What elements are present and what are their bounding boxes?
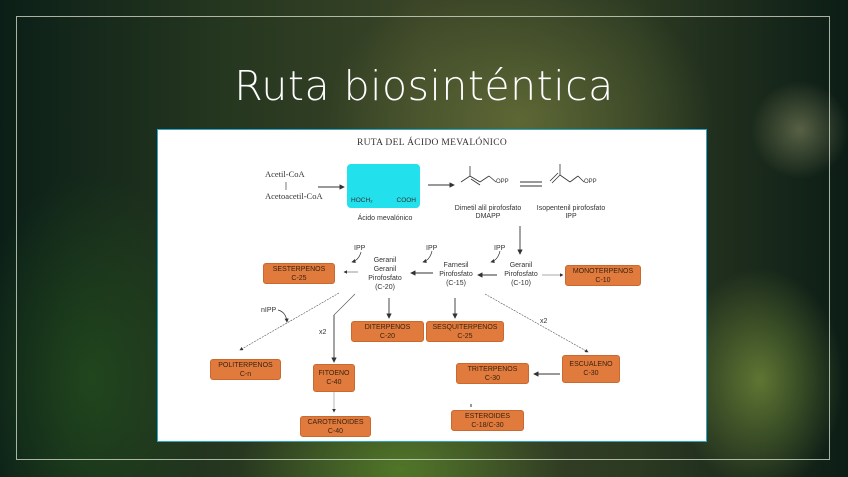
product-box-politerpenos: POLITERPENOS C-n bbox=[210, 359, 281, 380]
acetoacetyl-coa-label: Acetoacetil-CoA bbox=[265, 191, 323, 201]
fpp-node: Farnesil Pirofosfato (C-15) bbox=[439, 262, 473, 287]
ipp-opp: OPP bbox=[584, 179, 597, 185]
mevalonic-highlight: HOCH₂ COOH bbox=[347, 164, 420, 208]
dmapp-name: Dimetil alil pirofosfato bbox=[454, 205, 522, 212]
slide-title: Ruta biosinténtica bbox=[234, 62, 614, 110]
ipp-curve-3 bbox=[351, 251, 362, 264]
product-box-fitoeno: FITOENO C-40 bbox=[313, 364, 355, 392]
product-box-sesquiterpenos: SESQUITERPENOS C-25 bbox=[426, 321, 504, 342]
product-box-sesterpenos: SESTERPENOS C-25 bbox=[263, 263, 335, 284]
dmapp-opp: OPP bbox=[496, 179, 509, 185]
product-box-carotenoides: CAROTENOIDES C-40 bbox=[300, 416, 371, 437]
pathway-diagram: RUTA DEL ÁCIDO MEVALÓNICO Acetil-CoA Ace… bbox=[157, 129, 707, 442]
x2-label-left: x2 bbox=[319, 329, 327, 336]
ipp-label-2: IPP bbox=[426, 245, 438, 252]
ipp-structure bbox=[549, 164, 585, 184]
acetyl-coa-label: Acetil-CoA bbox=[265, 169, 305, 179]
product-box-esteroides: ESTEROIDES C-18/C-30 bbox=[451, 410, 524, 431]
ggpp-node: Geranil Geranil Pirofosfato (C-20) bbox=[368, 257, 402, 291]
dmapp-abbr: DMAPP bbox=[475, 213, 501, 220]
dmapp-structure bbox=[460, 166, 497, 186]
product-box-escualeno: ESCUALENO C-30 bbox=[562, 355, 620, 383]
ipp-label-3: IPP bbox=[354, 245, 366, 252]
diagram-title: RUTA DEL ÁCIDO MEVALÓNICO bbox=[356, 138, 508, 148]
product-box-triterpenos: TRITERPENOS C-30 bbox=[456, 363, 529, 384]
gpp-node: Geranil Pirofosfato (C-10) bbox=[504, 262, 538, 287]
ipp-label-1: IPP bbox=[494, 245, 506, 252]
slide-frame bbox=[16, 16, 830, 460]
x2-label-right: x2 bbox=[540, 318, 548, 325]
arrow-to-politerpenos bbox=[239, 292, 340, 351]
product-box-monoterpenos: MONOTERPENOS C-10 bbox=[565, 265, 641, 286]
hoch2-label: HOCH₂ bbox=[351, 197, 373, 204]
nipp-label: nIPP bbox=[261, 307, 277, 314]
ipp-name: Isopentenil pirofosfato bbox=[536, 205, 606, 212]
link-ggpp-fitoeno bbox=[333, 293, 356, 316]
pathway-connectors bbox=[239, 164, 589, 413]
product-box-diterpenos: DITERPENOS C-20 bbox=[351, 321, 424, 342]
cooh-label: COOH bbox=[396, 197, 417, 204]
arrow-to-escualeno bbox=[484, 293, 589, 353]
mevalonic-name: Ácido mevalónico bbox=[357, 215, 413, 222]
nipp-curve bbox=[277, 309, 289, 323]
ipp-curve-2 bbox=[422, 250, 433, 264]
ipp-curve-1 bbox=[490, 250, 501, 264]
ipp-abbr: IPP bbox=[565, 213, 577, 220]
